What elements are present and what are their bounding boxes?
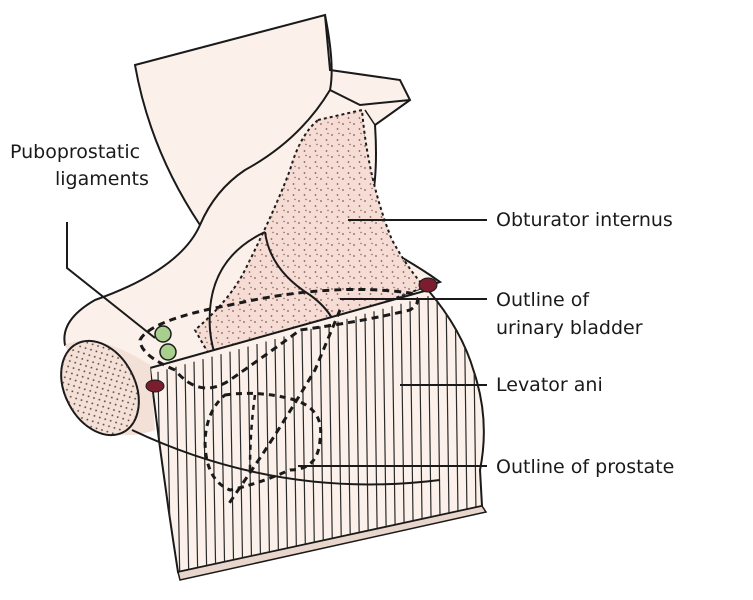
- pelvic-wall-inner-line: [364, 109, 376, 126]
- label-puboprostatic-line1: Puboprostatic: [10, 141, 141, 163]
- levator-fiber: [229, 351, 235, 572]
- prostate-dashed-outline: [203, 391, 323, 492]
- puboprostatic-ligament-upper: [154, 325, 172, 343]
- label-levator-ani: Levator ani: [496, 374, 603, 396]
- bladder-dashed-outline: [138, 287, 419, 390]
- levator-fiber: [175, 366, 181, 572]
- levator-fiber: [193, 361, 199, 572]
- label-urinary-bladder-line1: Outline of: [496, 289, 590, 311]
- levator-fiber: [220, 354, 226, 572]
- label-urinary-bladder-line2: urinary bladder: [496, 317, 643, 339]
- vessel-left: [145, 379, 165, 393]
- levator-fiber: [256, 344, 262, 572]
- levator-fiber: [265, 341, 271, 572]
- vessel-right: [418, 277, 438, 293]
- label-prostate: Outline of prostate: [496, 456, 675, 478]
- label-obturator-internus: Obturator internus: [496, 209, 673, 231]
- pubis-bone: [60, 339, 441, 486]
- leader-puboprostatic: [66, 222, 156, 339]
- levator-fiber: [184, 364, 190, 572]
- puboprostatic-ligament-lower: [159, 343, 177, 361]
- levator-fiber: [211, 356, 217, 572]
- pelvic-wall-upper-edge: [329, 89, 411, 107]
- pelvic-wall-fold: [199, 14, 333, 226]
- levator-fiber: [202, 359, 208, 572]
- urethra-dashed-line: [226, 309, 342, 506]
- levator-fiber: [274, 338, 280, 572]
- label-puboprostatic-line2: ligaments: [55, 168, 149, 190]
